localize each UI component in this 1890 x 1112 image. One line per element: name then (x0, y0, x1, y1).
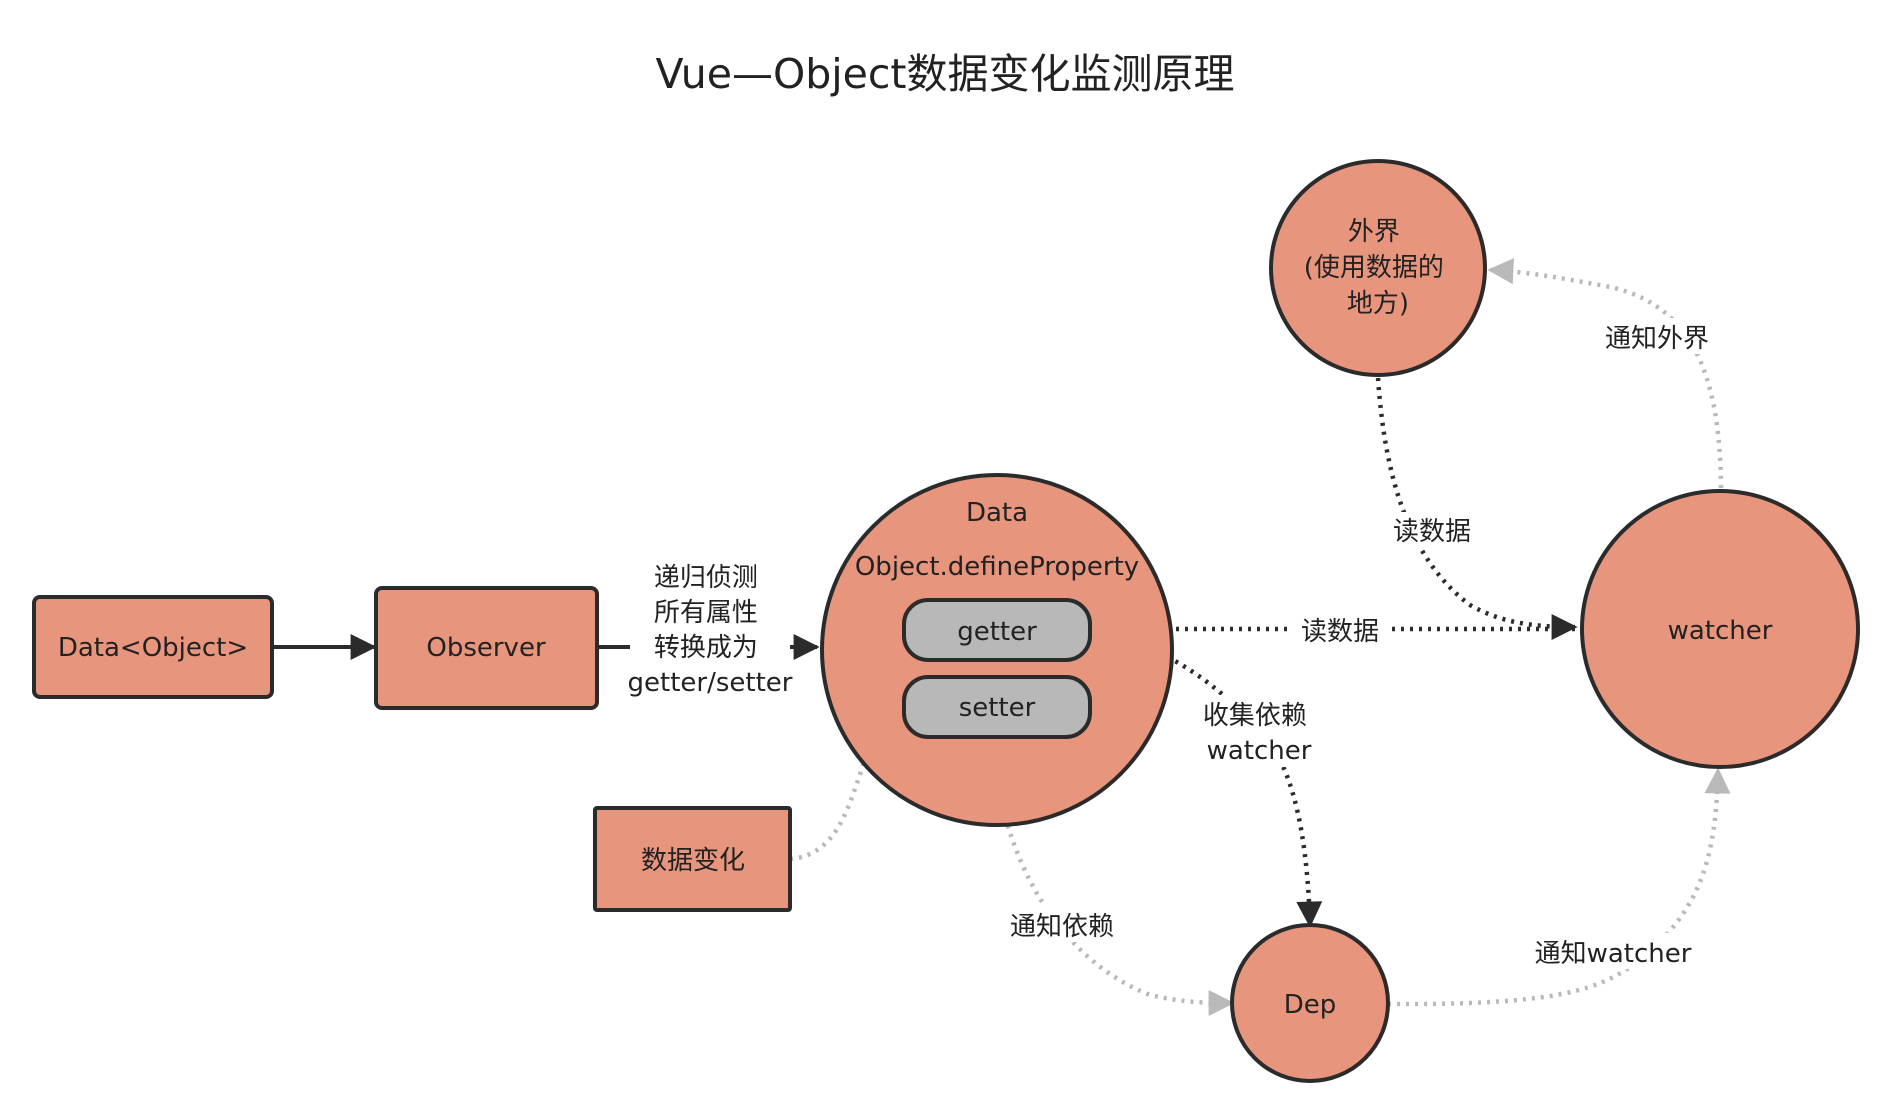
node-data-object: Data<Object> (32, 595, 274, 699)
node-data-object-label: Data<Object> (58, 633, 248, 663)
edge-dep-to-watcher: 通知watcher (1387, 767, 1731, 1007)
node-outside-line-3: 地方) (1347, 289, 1409, 319)
edge-label-notify-outside: 通知外界 (1605, 324, 1709, 354)
edge-label-convert-line-1: 递归侦测 (654, 563, 758, 593)
edge-label-read-data-getter: 读数据 (1301, 617, 1379, 647)
node-data-change: 数据变化 (593, 806, 792, 912)
getter-pill: getter (902, 598, 1092, 662)
node-dep: Dep (1230, 923, 1390, 1083)
node-data-circle: Data Object.defineProperty getter setter (820, 473, 1174, 827)
edge-outside-to-watcher: 读数据 (1375, 377, 1578, 640)
edge-label-notify-watcher: 通知watcher (1535, 939, 1692, 969)
edge-getter-to-dep: 收集依赖 watcher (1089, 621, 1325, 928)
node-watcher: watcher (1580, 489, 1860, 769)
edge-observer-to-data: 递归侦测 所有属性 转换成为 getter/setter (597, 563, 820, 698)
node-data-change-label: 数据变化 (641, 846, 745, 876)
node-data-circle-title: Data (966, 498, 1028, 528)
node-data-circle-subtitle: Object.defineProperty (855, 552, 1139, 582)
getter-label: getter (957, 617, 1037, 647)
edge-label-read-data-outside: 读数据 (1393, 517, 1471, 547)
edge-label-collect-deps-line-2: watcher (1207, 736, 1312, 766)
edge-label-collect-deps: 收集依赖 watcher (1203, 701, 1315, 766)
edge-setter-to-dep: 通知依赖 (989, 736, 1235, 1016)
node-outside-line-1: 外界 (1348, 217, 1400, 247)
edge-label-convert-line-2: 所有属性 (654, 598, 758, 628)
node-observer-label: Observer (426, 633, 546, 663)
edge-label-notify-deps: 通知依赖 (1010, 912, 1114, 942)
edge-label-convert-line-3: 转换成为 (654, 633, 758, 663)
edge-watcher-to-outside: 通知外界 (1487, 258, 1724, 489)
edge-label-convert: 递归侦测 所有属性 转换成为 getter/setter (628, 563, 793, 698)
node-outside-label: 外界 (使用数据的 地方) (1304, 217, 1452, 319)
diagram-title: Vue—Object数据变化监测原理 (655, 50, 1234, 98)
node-observer: Observer (374, 586, 599, 710)
edge-label-convert-line-4: getter/setter (628, 668, 793, 698)
node-outside: 外界 (使用数据的 地方) (1269, 159, 1487, 377)
node-outside-line-2: (使用数据的 (1304, 253, 1444, 283)
edge-label-collect-deps-line-1: 收集依赖 (1203, 701, 1307, 731)
setter-label: setter (959, 693, 1036, 723)
setter-pill: setter (902, 675, 1092, 739)
node-watcher-label: watcher (1668, 616, 1773, 646)
node-dep-label: Dep (1284, 990, 1337, 1020)
